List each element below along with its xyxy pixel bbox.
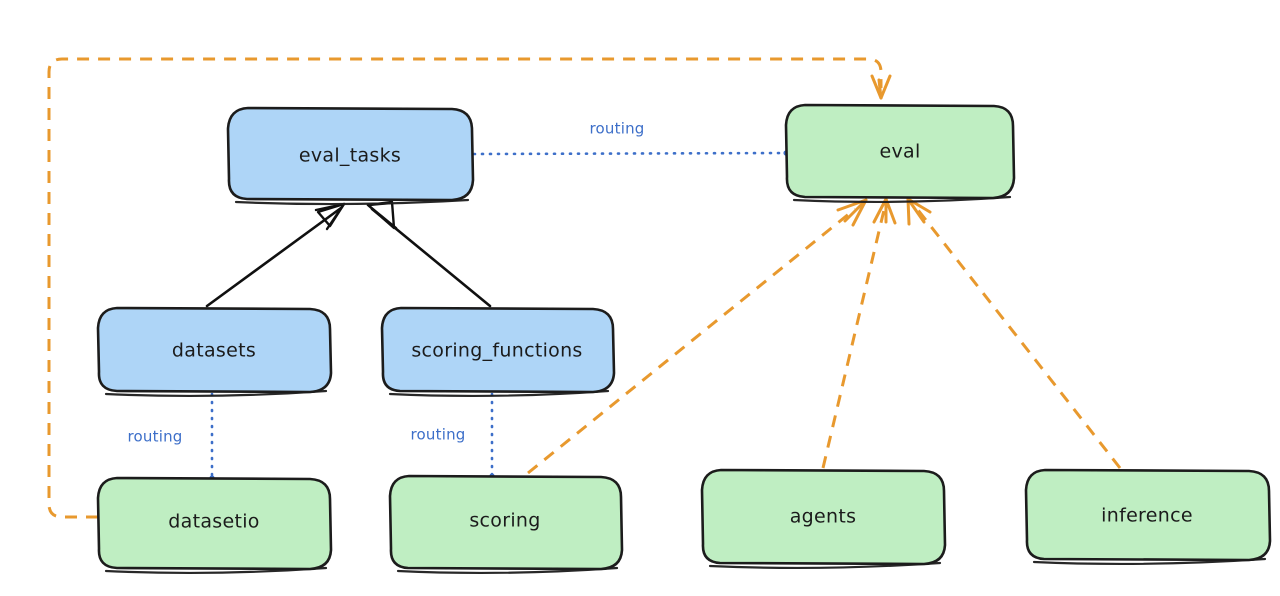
node-inference[interactable]: inference bbox=[1024, 468, 1272, 566]
edge-eval_tasks-to-eval bbox=[472, 150, 789, 156]
edge-scoring_functions-to-scoring bbox=[489, 392, 495, 479]
node-eval_tasks-label: eval_tasks bbox=[299, 145, 401, 167]
edge-label-scoring-routing: routing bbox=[411, 426, 466, 444]
node-eval_tasks[interactable]: eval_tasks bbox=[226, 106, 475, 206]
edge-scoring_functions-to-eval_tasks bbox=[366, 200, 492, 308]
edge-datasetio-to-eval bbox=[47, 57, 892, 519]
node-datasets[interactable]: datasets bbox=[96, 306, 333, 398]
node-scoring_functions[interactable]: scoring_functions bbox=[380, 306, 616, 398]
edge-agents-to-eval bbox=[821, 197, 897, 469]
edge-label-datasets-routing: routing bbox=[128, 428, 183, 446]
edge-datasets-to-datasetio bbox=[209, 392, 215, 481]
node-agents-label: agents bbox=[790, 506, 857, 528]
node-scoring-label: scoring bbox=[469, 510, 540, 532]
node-datasets-label: datasets bbox=[172, 340, 256, 362]
node-scoring_functions-label: scoring_functions bbox=[411, 340, 582, 362]
edge-scoring-to-eval bbox=[527, 198, 868, 475]
edge-label-eval_tasks-routing: routing bbox=[590, 120, 645, 138]
node-agents[interactable]: agents bbox=[700, 468, 947, 570]
edge-inference-to-eval bbox=[906, 197, 1122, 469]
node-eval-label: eval bbox=[879, 141, 920, 163]
node-datasetio[interactable]: datasetio bbox=[96, 476, 333, 575]
node-inference-label: inference bbox=[1101, 505, 1193, 527]
node-eval[interactable]: eval bbox=[784, 103, 1016, 204]
node-datasetio-label: datasetio bbox=[168, 511, 259, 533]
edge-datasets-to-eval_tasks bbox=[205, 202, 346, 308]
node-scoring[interactable]: scoring bbox=[388, 474, 624, 575]
